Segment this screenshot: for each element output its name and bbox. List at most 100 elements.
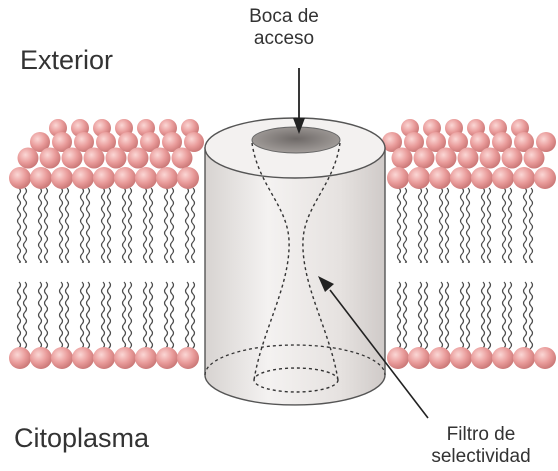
lipid-head	[502, 148, 523, 169]
selectivity-filter-label-line1: Filtro de	[406, 424, 556, 446]
lipid-tail	[87, 282, 90, 350]
lipid-tail	[192, 188, 195, 262]
access-mouth-label-line1: Boca de	[238, 6, 330, 28]
lipid-tail	[488, 188, 491, 262]
lipid-head	[513, 167, 535, 189]
lipid-tail	[440, 282, 443, 350]
lipid-head	[30, 347, 52, 369]
access-mouth-opening	[252, 127, 340, 153]
lipid-tail	[45, 188, 48, 262]
lipid-tail	[24, 188, 27, 262]
lipid-head	[114, 347, 136, 369]
lipid-tail	[45, 282, 48, 350]
lipid-tail	[123, 282, 126, 350]
lipid-tail	[18, 188, 21, 262]
lipid-head	[471, 167, 493, 189]
lipid-head	[408, 167, 430, 189]
channel-body	[205, 148, 385, 405]
lipid-head	[524, 148, 545, 169]
lipid-tail	[524, 282, 527, 350]
lipid-head	[72, 167, 94, 189]
lipid-tail	[171, 188, 174, 262]
lipid-tail	[488, 282, 491, 350]
lipid-tail	[129, 188, 132, 262]
lipid-tail	[503, 282, 506, 350]
lipid-tail	[461, 188, 464, 262]
lipid-tail	[192, 282, 195, 350]
lipid-tail	[186, 282, 189, 350]
lipid-head	[172, 148, 193, 169]
lipid-head	[471, 347, 493, 369]
lipid-head	[450, 347, 472, 369]
lipid-head	[51, 167, 73, 189]
lipid-head	[84, 148, 105, 169]
lipid-tail	[129, 282, 132, 350]
lipid-tail	[509, 188, 512, 262]
lipid-head	[387, 167, 409, 189]
lipid-head	[436, 148, 457, 169]
lipid-tail	[144, 188, 147, 262]
lipid-tail	[461, 282, 464, 350]
lipid-tail	[404, 282, 407, 350]
lipid-tail	[446, 282, 449, 350]
lipid-head	[156, 167, 178, 189]
selectivity-filter-label-line2: selectividad	[406, 446, 556, 468]
lipid-head	[30, 167, 52, 189]
lipid-tail	[165, 188, 168, 262]
lipid-head	[156, 347, 178, 369]
lipid-tail	[467, 188, 470, 262]
lipid-tails-left	[18, 188, 195, 350]
lipid-head	[114, 167, 136, 189]
lipid-tail	[398, 282, 401, 350]
lipid-tail	[60, 282, 63, 350]
lipid-head	[534, 347, 556, 369]
lipid-tail	[524, 188, 527, 262]
lipid-head	[128, 148, 149, 169]
lipid-head	[414, 148, 435, 169]
lipid-head	[392, 148, 413, 169]
lipid-tail	[440, 188, 443, 262]
lipid-head	[450, 167, 472, 189]
lipid-tail	[398, 188, 401, 262]
lipid-tail	[165, 282, 168, 350]
lipid-head	[9, 167, 31, 189]
lipid-tail	[530, 188, 533, 262]
lipid-head	[534, 167, 556, 189]
lipid-head	[458, 148, 479, 169]
lipid-tail	[123, 188, 126, 262]
lipid-head	[9, 347, 31, 369]
lipid-tail	[404, 188, 407, 262]
lipid-tail	[39, 282, 42, 350]
lipid-tail	[81, 282, 84, 350]
lipid-head	[429, 167, 451, 189]
lipid-tail	[150, 282, 153, 350]
lipid-head	[492, 347, 514, 369]
lipid-head	[492, 167, 514, 189]
lipid-tail	[102, 282, 105, 350]
lipid-head	[513, 347, 535, 369]
cytoplasm-label: Citoplasma	[14, 423, 149, 454]
lipid-head	[18, 148, 39, 169]
ion-channel	[205, 118, 385, 405]
lipid-tails-right	[398, 188, 533, 350]
lipid-head	[72, 347, 94, 369]
lipid-tail	[530, 282, 533, 350]
lipid-tail	[108, 188, 111, 262]
lipid-head	[40, 148, 61, 169]
lipid-head	[408, 347, 430, 369]
lipid-head	[135, 167, 157, 189]
lipid-head	[480, 148, 501, 169]
lipid-head	[93, 347, 115, 369]
lipid-tail	[39, 188, 42, 262]
lipid-tail	[446, 188, 449, 262]
lipid-head	[429, 347, 451, 369]
lipid-head	[135, 347, 157, 369]
lipid-tail	[102, 188, 105, 262]
lipid-tail	[81, 188, 84, 262]
lipid-tail	[66, 188, 69, 262]
lipid-tail	[108, 282, 111, 350]
lipid-tail	[24, 282, 27, 350]
lipid-tail	[482, 188, 485, 262]
lipid-tail	[144, 282, 147, 350]
lipid-head	[387, 347, 409, 369]
